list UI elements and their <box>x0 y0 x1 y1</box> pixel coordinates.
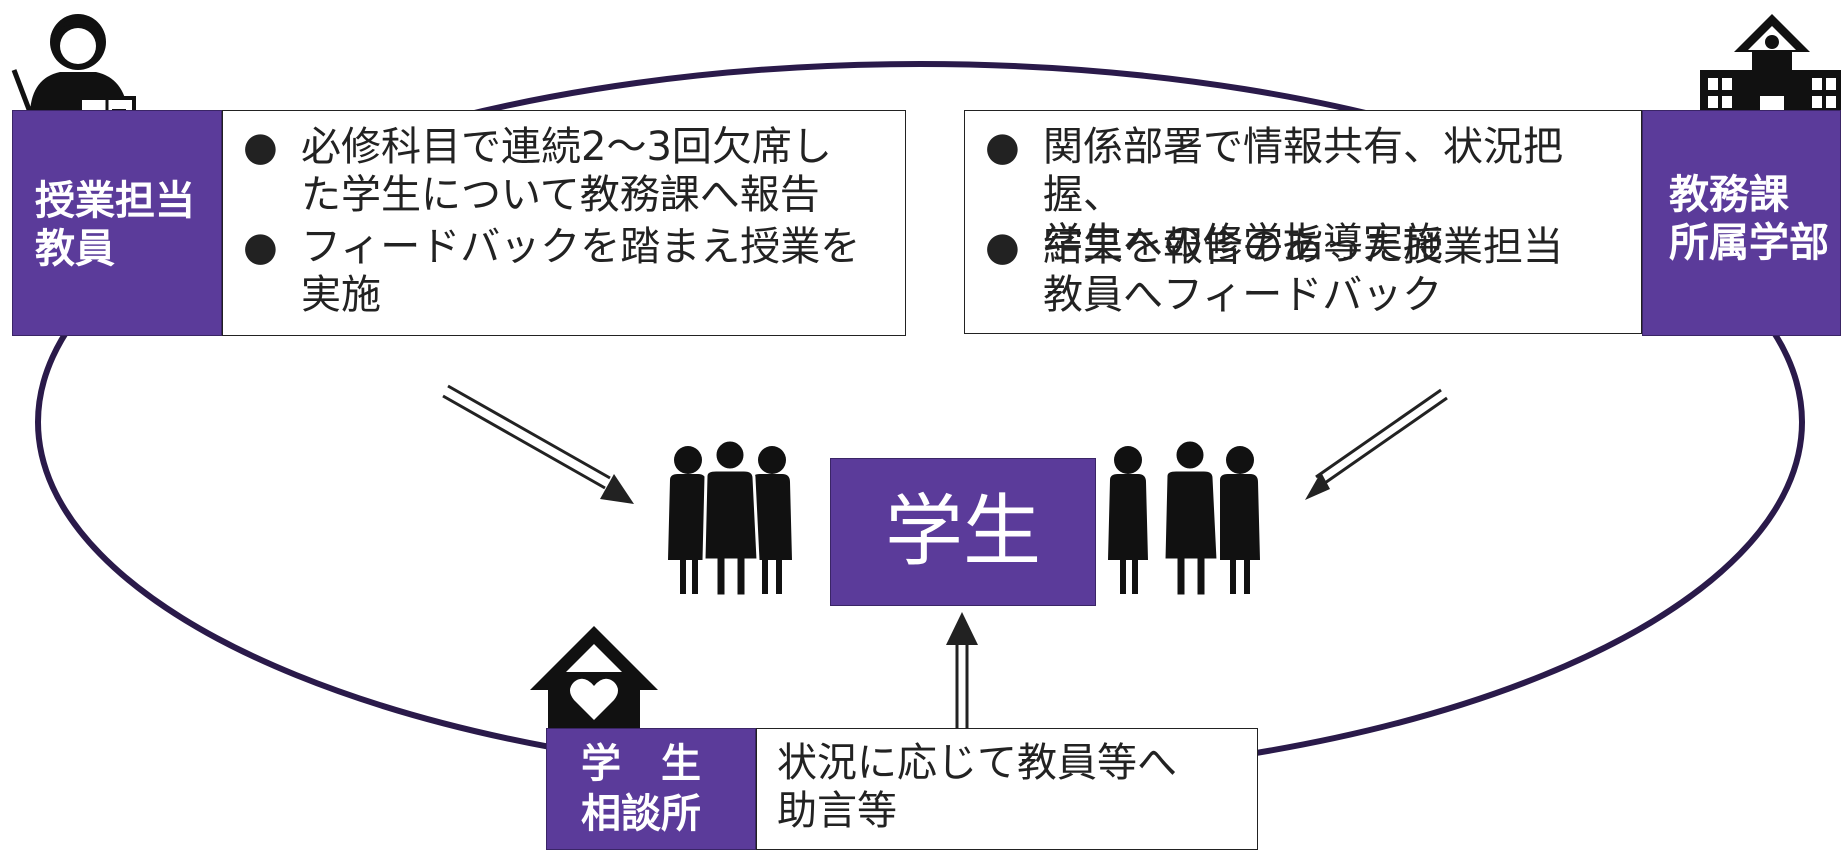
bullet-icon: ● <box>985 224 1020 270</box>
counseling-text: 状況に応じて教員等へ 助言等 <box>777 740 1177 834</box>
students-icon-right <box>1108 438 1260 598</box>
student-label: 学生 <box>884 487 1041 577</box>
arrow-counseling-to-student <box>946 612 978 730</box>
office-item-1-text: 関係部署で情報共有、状況把握、 学生への修学指導実施 <box>1043 124 1563 266</box>
house-heart-icon <box>530 626 658 728</box>
counseling-text-box: 状況に応じて教員等へ 助言等 <box>756 728 1258 850</box>
teacher-label: 授業担当 教員 <box>12 110 222 336</box>
student-box: 学生 <box>830 458 1096 606</box>
bullet-icon: ● <box>243 224 278 270</box>
office-label-text: 教務課 所属学部 <box>1669 172 1829 266</box>
arrow-teacher-to-student <box>442 384 634 504</box>
bullet-icon: ● <box>985 124 1020 170</box>
students-icon-left <box>668 438 792 598</box>
teacher-item-2-text: フィードバックを踏まえ授業を 実施 <box>301 224 861 318</box>
counseling-label: 学 生 相談所 <box>546 728 756 850</box>
office-actions-box: ● 関係部署で情報共有、状況把握、 学生への修学指導実施 ● 結果を報告のあった… <box>964 110 1642 334</box>
teacher-actions-box: ● 必修科目で連続2〜3回欠席し た学生について教務課へ報告 ● フィードバック… <box>222 110 906 336</box>
teacher-item-1-text: 必修科目で連続2〜3回欠席し た学生について教務課へ報告 <box>301 124 832 218</box>
arrow-office-to-student <box>1305 388 1448 500</box>
teacher-label-text: 授業担当 教員 <box>35 178 195 272</box>
office-item-2-text: 結果を報告のあった授業担当 教員へフィードバック <box>1043 224 1563 318</box>
office-label: 教務課 所属学部 <box>1642 110 1841 336</box>
bullet-icon: ● <box>243 124 278 170</box>
counseling-label-text: 学 生 相談所 <box>581 741 701 837</box>
